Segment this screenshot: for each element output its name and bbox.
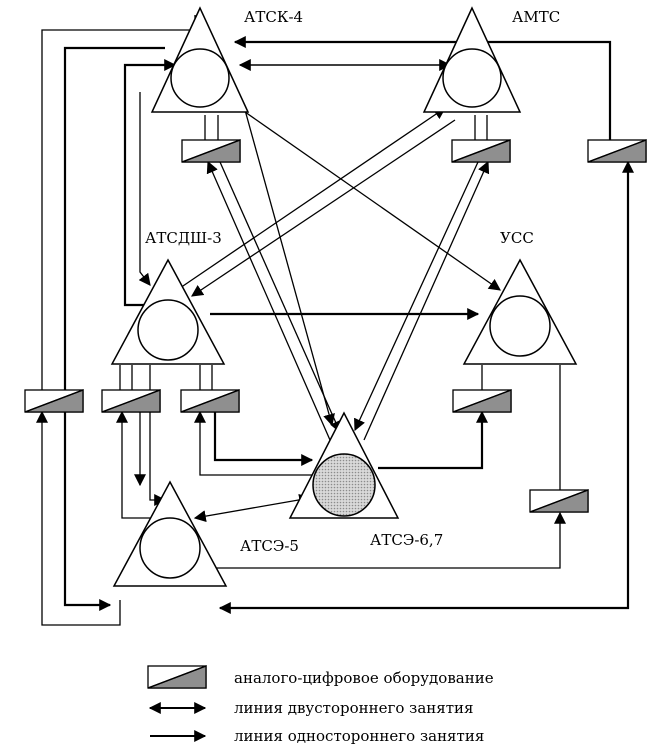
line-atsk4-loop [123,59,177,307]
converters [24,139,647,513]
line-atse5-atse67 [193,493,312,523]
label-uss: УСС [500,229,534,247]
legend-one-way-label: линия одностороннего занятия [234,727,484,745]
converter-icon [529,489,589,513]
line-atsdsh3-atse5 [149,365,167,506]
line-conv3-atse67-b [213,412,314,466]
legend-two-way-label: линия двустороннего занятия [234,699,474,717]
legend-converter-icon [147,665,207,689]
converter-icon [180,389,240,413]
node-atse5: АТСЭ-5 [112,480,299,587]
line-left-2 [63,46,165,611]
label-atse5: АТСЭ-5 [240,537,299,555]
line-conv3-atse67-a [194,410,312,476]
node-atsdsh3: АТСДШ-3 [110,229,226,365]
line-outer-right [218,160,634,614]
line-conv-atse5 [210,511,566,569]
line-atse67-uss [378,410,488,470]
converter-icon [587,139,647,163]
node-uss: УСС [462,229,578,365]
legend-converter-label: аналого-цифровое оборудование [234,669,494,687]
converter-icon [452,389,512,413]
line-atsk4-uss [234,104,501,291]
label-atsdsh3: АТСДШ-3 [145,229,222,247]
node-amts: АМТС [422,6,560,113]
label-atsk4: АТСК-4 [244,8,303,26]
connection-lines [36,15,634,626]
line-atsdsh3-loop [138,92,151,286]
converter-icon [451,139,511,163]
converter-icon [101,389,161,413]
label-amts: АМТС [512,8,560,26]
line-atsk4-atse67-diag [244,109,335,427]
legend: аналого-цифровое оборудование линия двус… [147,665,494,745]
label-atse67: АТСЭ-6,7 [370,531,443,549]
line-outer-top [233,36,612,140]
node-atsk4: АТСК-4 [150,6,303,113]
line-amts-atsdsh3-a [179,107,446,289]
line-conv2-atse5-a [116,410,150,519]
line-left-outer-b [36,410,121,626]
node-atse67: АТСЭ-6,7 [288,411,443,549]
converter-icon [181,139,241,163]
converter-icon [24,389,84,413]
